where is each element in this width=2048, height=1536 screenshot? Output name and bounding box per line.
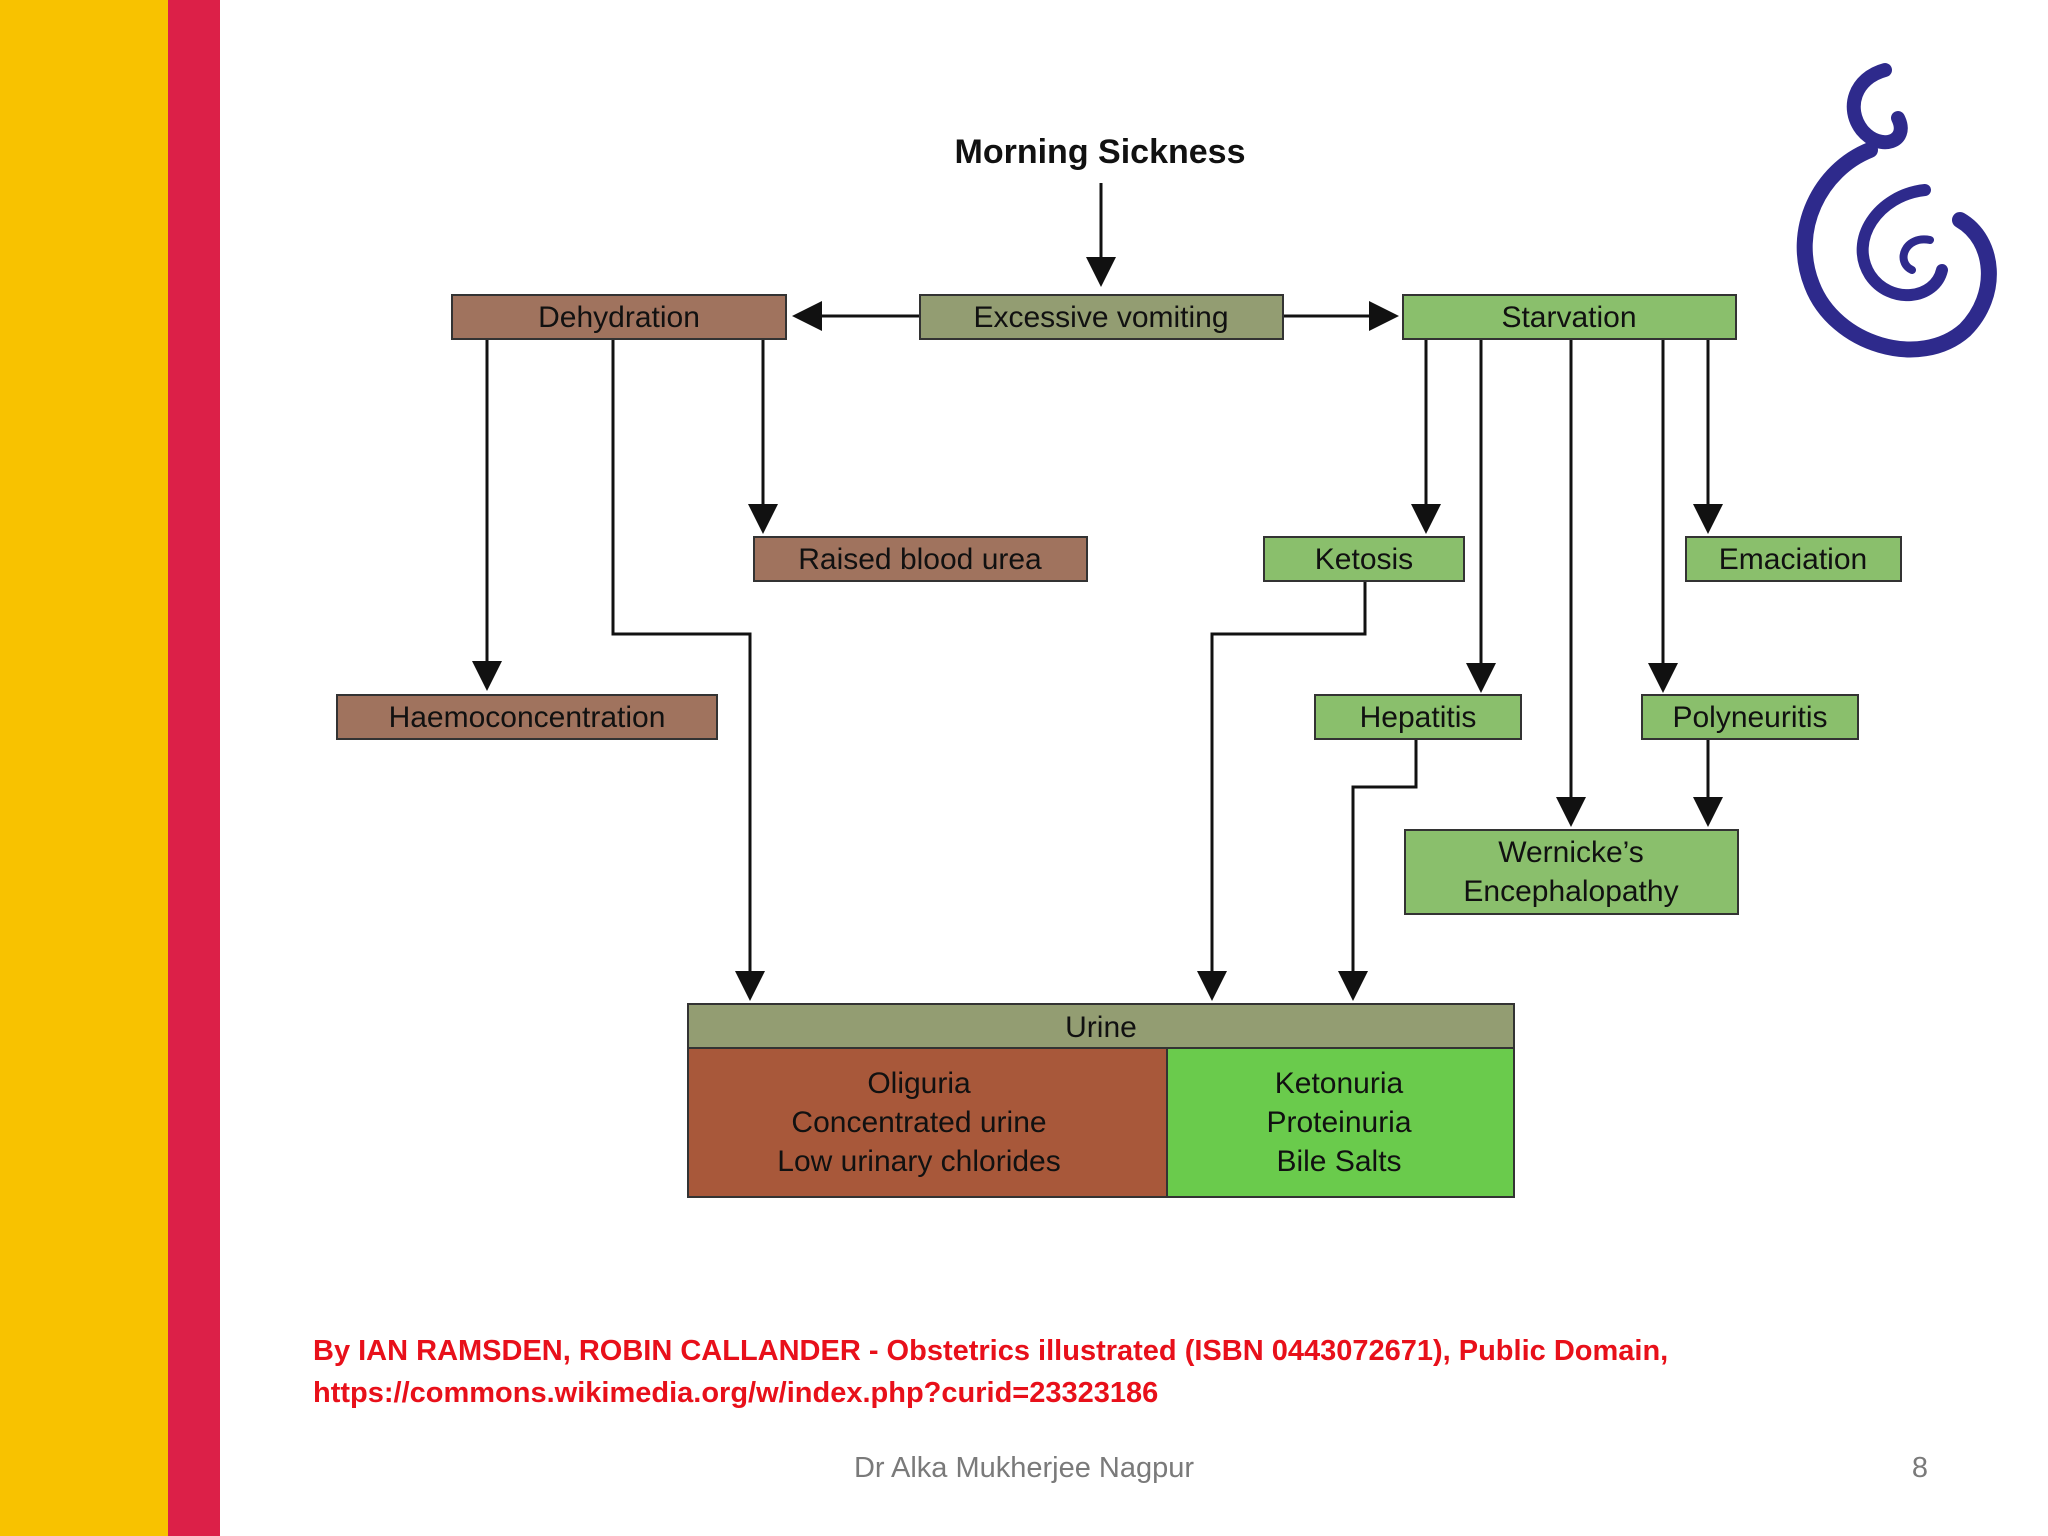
- urine-right-item: Ketonuria: [1275, 1067, 1404, 1100]
- box-urine-header: Urine: [1065, 1011, 1137, 1044]
- connectors: [472, 183, 1723, 1001]
- box-raised-blood-urea-label: Raised blood urea: [798, 543, 1042, 576]
- box-urine: Urine Oliguria Concentrated urine Low ur…: [687, 1003, 1515, 1198]
- arrow-dehydration-to-urine: [611, 338, 765, 1001]
- footer-author: Dr Alka Mukherjee Nagpur: [853, 1452, 1195, 1484]
- box-starvation: Starvation: [1402, 294, 1737, 340]
- credit-line-1: By IAN RAMSDEN, ROBIN CALLANDER - Obstet…: [313, 1335, 1669, 1367]
- box-excessive-vomiting-label: Excessive vomiting: [973, 301, 1228, 334]
- diagram-title: Morning Sickness: [955, 133, 1246, 171]
- urine-right-item: Proteinuria: [1266, 1106, 1411, 1139]
- box-wernicke: Wernicke’s Encephalopathy: [1404, 829, 1739, 915]
- page-number: 8: [1911, 1452, 1928, 1484]
- box-haemoconcentration-label: Haemoconcentration: [389, 701, 666, 734]
- box-haemoconcentration: Haemoconcentration: [336, 694, 718, 740]
- box-starvation-label: Starvation: [1501, 301, 1636, 334]
- urine-left-item: Oliguria: [867, 1067, 971, 1100]
- box-ketosis: Ketosis: [1263, 536, 1465, 582]
- left-stripe-yellow: [0, 0, 168, 1536]
- box-wernicke-line2: Encephalopathy: [1463, 875, 1678, 908]
- box-raised-blood-urea: Raised blood urea: [753, 536, 1088, 582]
- image-credit: By IAN RAMSDEN, ROBIN CALLANDER - Obstet…: [313, 1330, 1813, 1414]
- box-hepatitis-label: Hepatitis: [1360, 701, 1477, 734]
- arrow-hepatitis-to-urine: [1338, 739, 1418, 1001]
- box-polyneuritis-label: Polyneuritis: [1672, 701, 1827, 734]
- box-emaciation-label: Emaciation: [1719, 543, 1867, 576]
- box-hepatitis: Hepatitis: [1314, 694, 1522, 740]
- urine-left-item: Low urinary chlorides: [777, 1145, 1060, 1178]
- urine-left-item: Concentrated urine: [791, 1106, 1046, 1139]
- box-dehydration-label: Dehydration: [538, 301, 700, 334]
- box-emaciation: Emaciation: [1685, 536, 1902, 582]
- credit-line-2[interactable]: https://commons.wikimedia.org/w/index.ph…: [313, 1377, 1159, 1409]
- logo-icon: [1796, 63, 1997, 358]
- urine-right-item: Bile Salts: [1276, 1145, 1401, 1178]
- box-polyneuritis: Polyneuritis: [1641, 694, 1859, 740]
- box-wernicke-line1: Wernicke’s: [1498, 836, 1644, 869]
- arrow-ketosis-to-urine: [1197, 581, 1367, 1001]
- box-dehydration: Dehydration: [451, 294, 787, 340]
- left-stripe-red: [168, 0, 220, 1536]
- box-excessive-vomiting: Excessive vomiting: [919, 294, 1284, 340]
- box-ketosis-label: Ketosis: [1315, 543, 1413, 576]
